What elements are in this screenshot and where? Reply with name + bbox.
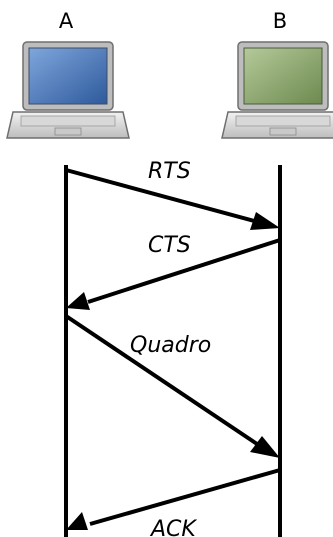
message-quadro [64, 314, 280, 458]
message-ack [66, 468, 281, 530]
node-label-b: B [273, 9, 287, 33]
message-label-ack: ACK [149, 517, 197, 537]
message-rts [65, 168, 280, 230]
message-label-cts: CTS [148, 233, 191, 258]
message-cts [66, 238, 281, 310]
message-label-rts: RTS [148, 159, 191, 184]
laptop-icon [6, 41, 130, 139]
node-label-a: A [59, 9, 74, 33]
message-label-quadro: Quadro [130, 333, 211, 358]
laptop-icon [221, 41, 333, 139]
